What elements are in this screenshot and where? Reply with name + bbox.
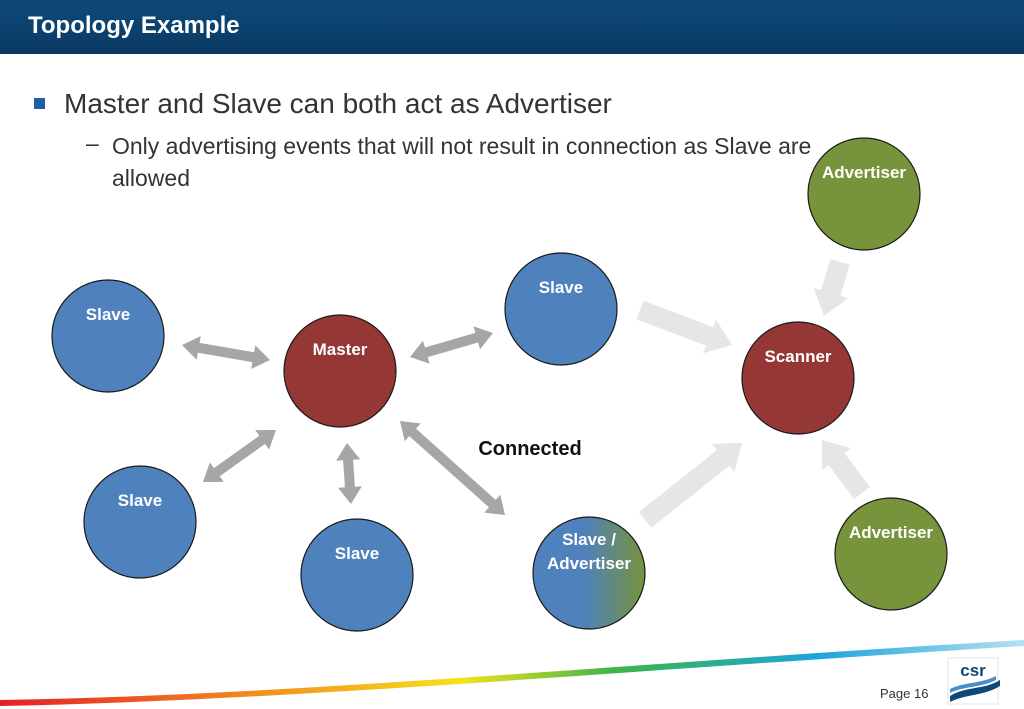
rainbow-swoosh xyxy=(0,640,1024,706)
connected-arrow-master-to-slave-bottom xyxy=(336,443,362,504)
node-label-slave-bottom: Slave xyxy=(335,544,379,563)
main-bullet-text: Master and Slave can both act as Adverti… xyxy=(64,88,612,119)
advertising-arrow-slave-advertiser-to-scanner xyxy=(638,443,742,528)
advertising-arrow-advertiser-top-to-scanner xyxy=(813,259,850,316)
node-circle-slave-bottom xyxy=(300,518,414,632)
connected-arrow-master-to-slave-bottom-left xyxy=(203,430,276,482)
node-circle-slave-bottom-left xyxy=(83,465,197,579)
node-advertiser-top: Advertiser xyxy=(807,137,921,251)
node-master: Master xyxy=(283,314,397,428)
node-circle-slave-advertiser xyxy=(532,516,646,630)
node-circle-advertiser-bottom xyxy=(834,497,948,611)
node-label-advertiser-bottom: Advertiser xyxy=(849,523,933,542)
node-label-slave-advertiser-2: Advertiser xyxy=(547,554,631,573)
link-arrows xyxy=(182,259,870,528)
node-label-scanner: Scanner xyxy=(764,347,831,366)
node-circle-master xyxy=(283,314,397,428)
csr-logo: csr xyxy=(947,657,1000,705)
node-slave-bottom: Slave xyxy=(300,518,414,632)
node-scanner: Scanner xyxy=(741,321,855,435)
node-circle-advertiser-top xyxy=(807,137,921,251)
node-circle-slave-top xyxy=(504,252,618,366)
slide-title: Topology Example xyxy=(28,12,240,39)
page-number: Page 16 xyxy=(880,686,929,701)
node-circle-slave-left xyxy=(51,279,165,393)
node-label-slave-bottom-left: Slave xyxy=(118,491,162,510)
node-label-master: Master xyxy=(313,340,368,359)
node-label-slave-top: Slave xyxy=(539,278,583,297)
advertising-arrow-advertiser-bottom-to-scanner xyxy=(822,440,870,499)
node-label-slave-advertiser-1: Slave / xyxy=(562,530,616,549)
node-slave-bottom-left: Slave xyxy=(83,465,197,579)
logo-text: csr xyxy=(960,661,986,680)
connected-arrow-master-to-slave-advertiser xyxy=(400,421,505,515)
node-label-slave-left: Slave xyxy=(86,305,130,324)
node-slave-left: Slave xyxy=(51,279,165,393)
advertising-arrow-slave-top-to-scanner xyxy=(636,300,732,354)
node-circle-scanner xyxy=(741,321,855,435)
bullet-square-icon xyxy=(34,98,45,109)
sub-bullet-text: Only advertising events that will not re… xyxy=(112,133,812,191)
node-slave-top: Slave xyxy=(504,252,618,366)
connected-label: Connected xyxy=(478,438,581,460)
sub-bullet-dash: – xyxy=(86,130,99,156)
node-advertiser-bottom: Advertiser xyxy=(834,497,948,611)
connected-arrow-master-to-slave-left xyxy=(182,336,270,369)
node-label-advertiser-top: Advertiser xyxy=(822,163,906,182)
connected-arrow-master-to-slave-top xyxy=(410,326,493,364)
title-bar: Topology Example xyxy=(0,0,1024,54)
node-slave-advertiser: Slave / Advertiser xyxy=(532,516,646,630)
